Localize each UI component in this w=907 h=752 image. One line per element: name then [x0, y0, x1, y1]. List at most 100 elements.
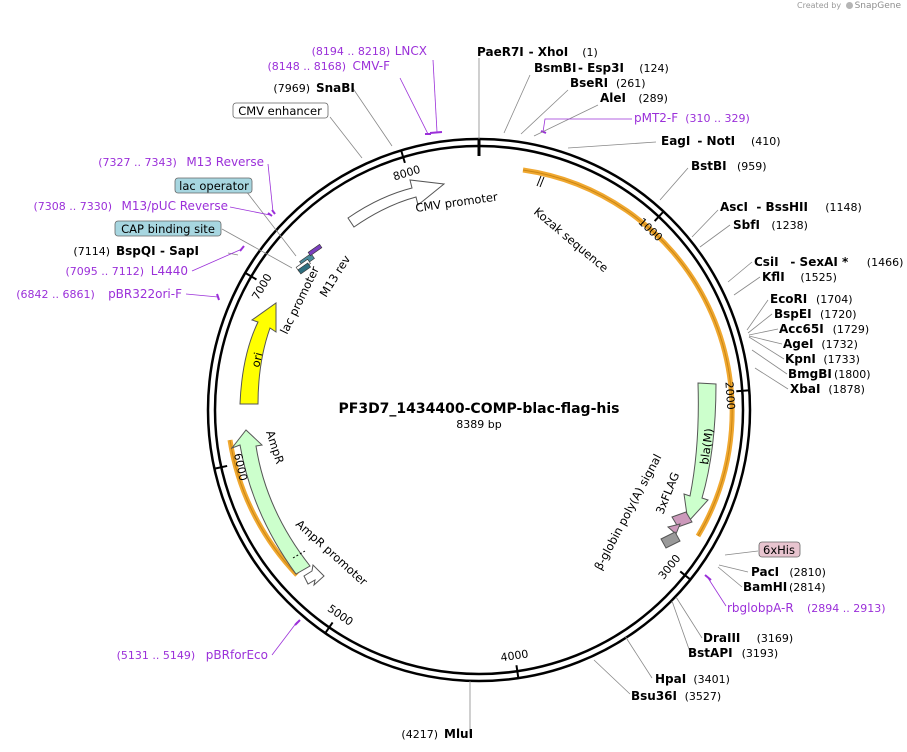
ampr-promoter-arrow	[303, 563, 325, 587]
enzyme-site-ecori: EcoRI(1704)	[770, 292, 853, 306]
6xhis-box	[758, 541, 801, 558]
primer-range-pbrforeco: (5131 .. 5149)	[117, 649, 196, 662]
leader-bstbi	[659, 167, 689, 201]
enzyme-position-bseri: (261)	[616, 77, 646, 90]
primer-leader-lines	[185, 59, 727, 656]
tick-label-4: 5000	[325, 602, 355, 629]
enzyme-name-bmgbi: BmgBI	[788, 367, 832, 381]
enzyme-site-bseri: BseRI (261)	[570, 76, 646, 90]
enzyme-name-csii: CsiI	[754, 255, 779, 269]
enzyme-position-acc65i: (1729)	[833, 323, 870, 336]
cmv-enhancer-box	[232, 102, 329, 119]
leader-asci	[691, 209, 719, 238]
leader-bsmbi	[503, 74, 531, 134]
leader-snabi	[351, 86, 393, 147]
enzyme-name-bspqi: BspQI	[116, 244, 156, 258]
enzyme-position-bsu36i: (3527)	[685, 690, 722, 703]
enzyme-site-csii: CsiI- SexAI *(1466)	[754, 255, 903, 269]
enzyme-position-bamhi: (2814)	[789, 581, 826, 594]
tick-label-1: 2000	[722, 381, 737, 410]
enzyme-isoschizomer-csii: - SexAI *	[790, 255, 849, 269]
enzyme-isoschizomer-bsmbi: - Esp3I	[578, 61, 624, 75]
primer-label-layer: LNCX(8194 .. 8218)CMV-F(8148 .. 8168)pMT…	[16, 44, 885, 662]
leader-sbfi	[699, 224, 731, 248]
primer-pbr322ori-f: pBR322ori-F(6842 .. 6861)	[16, 287, 182, 301]
tick-mark-4	[324, 621, 334, 633]
enzyme-position-alei: (289)	[638, 92, 668, 105]
enzyme-site-eagi: EagI- NotI(410)	[661, 134, 781, 148]
leader-cmv-enhancer	[329, 116, 363, 159]
primer-name-cmv-f: CMV-F	[353, 59, 391, 73]
enzyme-site-bamhi: BamHI(2814)	[743, 580, 826, 594]
cap-site-box	[114, 220, 222, 237]
enzyme-name-bseri: BseRI	[570, 76, 608, 90]
primer-mark-lncx	[429, 131, 443, 134]
boxed-lac-operator: lac operator	[174, 177, 253, 194]
enzyme-position-bspei: (1720)	[820, 308, 857, 321]
enzyme-position-agei: (1732)	[821, 338, 858, 351]
enzyme-name-draiii: DraIII	[703, 631, 740, 645]
3xflag-arrow	[666, 523, 681, 535]
label-ori: ori	[248, 351, 265, 369]
primer-name-m13-puc-reverse: M13/pUC Reverse	[122, 199, 229, 213]
enzyme-site-mlui: (4217) MluI	[401, 727, 473, 741]
leader-rbglobpa	[707, 577, 727, 607]
enzyme-position-mlui: (4217)	[401, 728, 438, 741]
primer-range-rbglobpa-r: (2894 .. 2913)	[807, 602, 886, 615]
branding-prefix: Created by	[797, 1, 842, 10]
enzyme-name-kpni: KpnI	[785, 352, 816, 366]
enzyme-site-agei: AgeI(1732)	[783, 337, 858, 351]
leader-cap-site	[221, 228, 293, 269]
plasmid-length: 8389 bp	[456, 418, 501, 431]
enzyme-site-draiii: DraIII (3169)	[703, 631, 793, 645]
lac-promoter-feature	[297, 262, 312, 275]
primer-name-rbglobpa-r: rbglobpA-R	[727, 601, 794, 615]
leader-l4440	[191, 248, 243, 272]
tick-mark-7	[400, 151, 406, 164]
tick-mark-5	[215, 464, 228, 470]
cmv-promoter-arrow	[347, 179, 446, 228]
leader-bstapi	[671, 600, 691, 653]
enzyme-position-asci: (1148)	[825, 201, 862, 214]
tick-label-2: 3000	[656, 552, 684, 582]
primer-range-m13-reverse: (7327 .. 7343)	[98, 156, 177, 169]
enzyme-name-bstapi: BstAPI	[688, 646, 733, 660]
enzyme-name-mlui: MluI	[444, 727, 473, 741]
primer-m13-puc-reverse: M13/pUC Reverse (7308 .. 7330)	[33, 199, 228, 213]
tick-label-7: 8000	[391, 163, 422, 183]
enzyme-position-paci: (2810)	[789, 566, 826, 579]
enzyme-position-draiii: (3169)	[757, 632, 794, 645]
primer-lncx: LNCX (8194 .. 8218)	[312, 44, 427, 58]
enzyme-site-xbai: XbaI(1878)	[790, 382, 865, 396]
leader-m13rev	[267, 163, 274, 213]
primer-range-lncx: (8194 .. 8218)	[312, 45, 391, 58]
leader-cmvf	[399, 77, 429, 135]
primer-range-m13-puc-reverse: (7308 .. 7330)	[33, 200, 112, 213]
enzyme-isoschizomer-eagi: - NotI	[697, 134, 735, 148]
kozak-mark	[536, 175, 542, 187]
enzyme-name-paci: PacI	[751, 565, 779, 579]
lac-operator-box	[174, 177, 253, 194]
primer-name-lncx: LNCX	[395, 44, 427, 58]
ampr-arrow	[230, 429, 311, 575]
primer-pbrforeco: pBRforEco(5131 .. 5149)	[117, 648, 268, 662]
enzyme-site-bsmbi: BsmBI- Esp3I(124)	[534, 61, 669, 75]
enzyme-name-hpai: HpaI	[655, 672, 686, 686]
enzyme-isoschizomer-asci: - BssHII	[756, 200, 808, 214]
lac-operator-label: lac operator	[179, 179, 249, 193]
kozak-mark-2	[539, 176, 545, 188]
snapgene-logo-icon	[845, 2, 853, 9]
primer-rbglobpa-r: rbglobpA-R (2894 .. 2913)	[727, 601, 886, 615]
enzyme-site-kpni: KpnI(1733)	[785, 352, 860, 366]
enzyme-name-bspei: BspEI	[774, 307, 812, 321]
boxed-6xhis: 6xHis	[758, 541, 801, 558]
ampr-band-inner	[229, 439, 298, 576]
enzyme-site-bspqi: (7114)BspQI- SapI	[73, 244, 199, 258]
leader-bspqi	[227, 252, 239, 256]
leader-agei	[748, 335, 783, 345]
primer-name-m13-reverse: M13 Reverse	[186, 155, 264, 169]
enzyme-site-asci: AscI- BssHII(1148)	[720, 200, 862, 214]
enzyme-site-bspei: BspEI (1720)	[774, 307, 857, 321]
leader-eagi	[567, 141, 657, 149]
